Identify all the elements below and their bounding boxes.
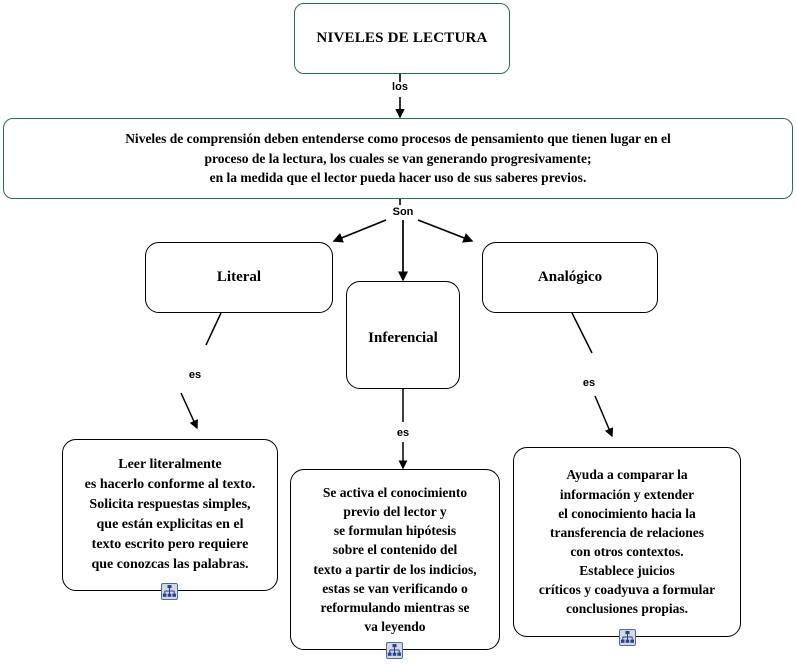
node-definition-label: Niveles de comprensión deben entenderse … <box>125 131 671 186</box>
node-inferencial-label: Inferencial <box>368 330 438 346</box>
link-label-es-literal-text: es <box>188 369 202 381</box>
edge-son-to-literal <box>332 219 387 243</box>
node-literal[interactable]: Literal <box>145 242 333 313</box>
node-literal-detail[interactable]: Leer literalmente es hacerlo conforme al… <box>62 439 278 591</box>
node-root-label: NIVELES DE LECTURA <box>316 30 488 46</box>
node-literal-label: Literal <box>216 269 262 285</box>
link-label-es-analogico: es <box>559 377 619 389</box>
hierarchy-tree-icon-inferencial[interactable] <box>386 642 403 659</box>
node-inferencial-detail-label: Se activa el conocimiento previo del lec… <box>313 484 477 634</box>
edge-es-to-analogico-detail <box>594 395 614 438</box>
node-analogico-detail-label: Ayuda a comparar la información y extend… <box>538 467 716 617</box>
edge-literal-to-es <box>205 312 222 346</box>
link-label-es-inferencial-text: es <box>396 427 410 439</box>
hierarchy-tree-icon-analogico[interactable] <box>619 629 636 646</box>
node-literal-detail-label: Leer literalmente es hacerlo conforme al… <box>84 457 256 572</box>
link-label-es-analogico-text: es <box>582 377 596 389</box>
node-root-niveles-de-lectura[interactable]: NIVELES DE LECTURA <box>294 3 510 74</box>
link-label-es-inferencial: es <box>373 427 433 439</box>
edge-es-to-literal-detail <box>180 392 198 430</box>
node-analogico-label: Analógico <box>537 269 603 285</box>
node-analogico[interactable]: Analógico <box>482 242 658 313</box>
node-definition[interactable]: Niveles de comprensión deben entenderse … <box>3 118 793 199</box>
node-inferencial-detail[interactable]: Se activa el conocimiento previo del lec… <box>290 469 500 650</box>
link-label-es-literal: es <box>165 369 225 381</box>
edge-analogico-to-es <box>571 312 593 354</box>
link-label-los: los <box>370 81 430 93</box>
link-label-los-text: los <box>392 81 408 93</box>
node-analogico-detail[interactable]: Ayuda a comparar la información y extend… <box>513 447 741 637</box>
link-label-son: Son <box>373 206 433 218</box>
edge-son-to-analogico <box>417 219 474 243</box>
node-inferencial[interactable]: Inferencial <box>346 281 460 389</box>
hierarchy-tree-icon-literal[interactable] <box>161 583 178 600</box>
link-label-son-text: Son <box>392 206 414 218</box>
